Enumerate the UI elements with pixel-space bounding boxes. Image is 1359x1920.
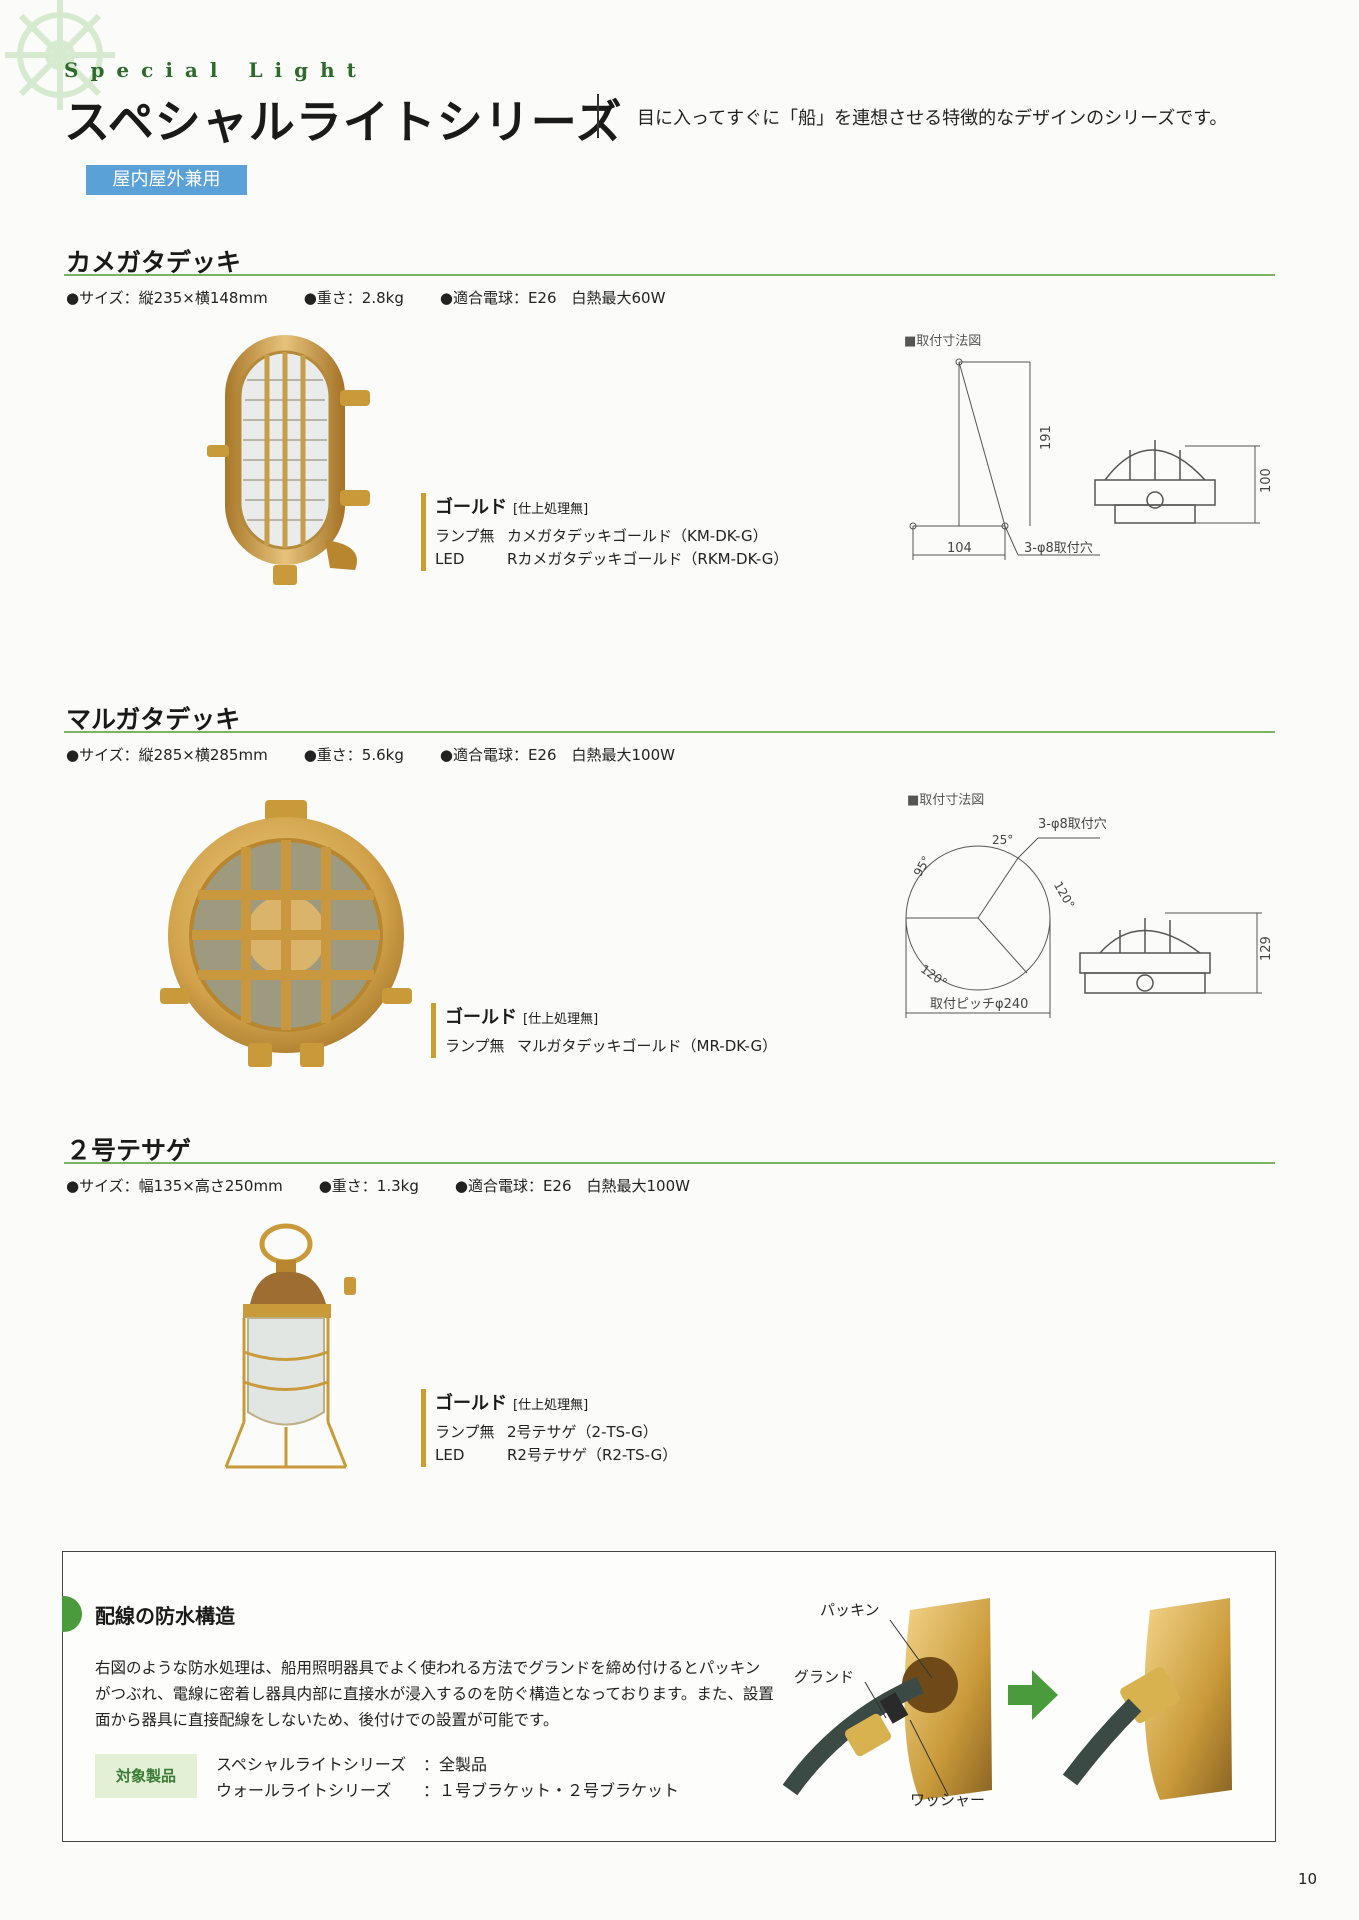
spec-bulb: ●適合電球：E26 白熱最大60W: [439, 289, 666, 307]
target-row: ウォールライトシリーズ：１号ブラケット・２号ブラケット: [216, 1781, 680, 1800]
spec-weight: ●重さ：2.8kg: [303, 289, 404, 307]
callout-washer: ワッシャー: [910, 1791, 985, 1809]
title-divider: [597, 94, 599, 138]
usage-badge: 屋内屋外兼用: [86, 165, 247, 195]
spec-size: ●サイズ：縦285×横285mm: [66, 746, 268, 764]
angle-120-right: 120°: [1051, 879, 1078, 911]
dim-holes: 3-φ8取付穴: [1038, 817, 1107, 832]
spec-bulb: ●適合電球：E26 白熱最大100W: [454, 1177, 690, 1195]
target-products-list: スペシャルライトシリーズ：全製品 ウォールライトシリーズ：１号ブラケット・２号ブ…: [216, 1752, 679, 1804]
variant-row: ランプ無カメガタデッキゴールド（KM-DK-G）: [435, 527, 768, 545]
diagram-title: ■取付寸法図: [904, 334, 982, 349]
series-title-jp: スペシャルライトシリーズ: [64, 95, 623, 149]
finish-title: ゴールド[仕上処理無]: [435, 497, 589, 518]
callout-packing: パッキン: [820, 1601, 880, 1619]
product-specs: ●サイズ：幅135×高さ250mm ●重さ：1.3kg ●適合電球：E26 白熱最大…: [66, 1175, 726, 1196]
series-description: 目に入ってすぐに「船」を連想させる特徴的なデザインのシリーズです。: [637, 108, 1228, 129]
product-specs: ●サイズ：縦235×横148mm ●重さ：2.8kg ●適合電球：E26 白熱最大6…: [66, 287, 701, 308]
finish-title: ゴールド[仕上処理無]: [445, 1007, 599, 1028]
spec-weight: ●重さ：1.3kg: [318, 1177, 419, 1195]
angle-120-left: 120°: [918, 962, 950, 990]
page-number: 10: [1298, 1870, 1318, 1888]
arrow-right-icon: [1008, 1670, 1058, 1720]
spec-weight: ●重さ：5.6kg: [303, 746, 404, 764]
dim-pitch: 取付ピッチφ240: [930, 997, 1028, 1012]
gland-structure-diagram: パッキン グランド ワッシャー: [782, 1598, 1232, 1809]
target-products-badge: 対象製品: [95, 1754, 197, 1798]
dim-191: 191: [1039, 425, 1054, 450]
spec-size: ●サイズ：縦235×横148mm: [66, 289, 268, 307]
info-marker: [62, 1596, 82, 1632]
section-rule: [64, 731, 1275, 733]
diagram-title: ■取付寸法図: [907, 793, 985, 808]
dim-holes: 3-φ8取付穴: [1024, 541, 1093, 556]
spec-size: ●サイズ：幅135×高さ250mm: [66, 1177, 283, 1195]
dim-104: 104: [947, 541, 972, 556]
variant-row: ランプ無マルガタデッキゴールド（MR-DK-G）: [445, 1037, 778, 1055]
series-title-en: Special Light: [64, 58, 368, 82]
tesage-lamp-image: [224, 1223, 356, 1469]
dim-100: 100: [1259, 468, 1274, 493]
product-name: マルガタデッキ: [66, 705, 241, 734]
target-row: スペシャルライトシリーズ：全製品: [216, 1755, 488, 1774]
product-name: カメガタデッキ: [66, 248, 242, 277]
dim-129: 129: [1259, 936, 1274, 961]
spec-bulb: ●適合電球：E26 白熱最大100W: [439, 746, 675, 764]
finish-block: ゴールド[仕上処理無] ランプ無カメガタデッキゴールド（KM-DK-G） LED…: [421, 493, 788, 571]
kamegata-deck-lamp-image: [207, 335, 370, 585]
waterproof-body: 右図のような防水処理は、船用照明器具でよく使われる方法でグランドを締め付けるとパ…: [95, 1659, 774, 1729]
ship-wheel-icon: [5, 0, 115, 110]
waterproof-info-box: [62, 1551, 1276, 1842]
product-specs: ●サイズ：縦285×横285mm ●重さ：5.6kg ●適合電球：E26 白熱最大1…: [66, 744, 711, 765]
section-rule: [64, 274, 1275, 276]
section-rule: [64, 1162, 1275, 1164]
waterproof-title: 配線の防水構造: [95, 1604, 235, 1628]
finish-block: ゴールド[仕上処理無] ランプ無マルガタデッキゴールド（MR-DK-G）: [431, 1003, 777, 1058]
marugata-deck-lamp-image: [160, 800, 412, 1067]
angle-95: 95°: [911, 853, 934, 878]
product-name: ２号テサゲ: [66, 1136, 192, 1165]
callout-gland: グランド: [794, 1668, 854, 1686]
angle-25: 25°: [992, 833, 1013, 847]
finish-title: ゴールド[仕上処理無]: [435, 1393, 589, 1414]
kamegata-mount-diagram: 191 104 3-φ8取付穴 100: [909, 358, 1274, 560]
marugata-mount-diagram: 3-φ8取付穴 25° 95° 120° 120° 取付ピッチφ240 129: [905, 817, 1274, 1018]
